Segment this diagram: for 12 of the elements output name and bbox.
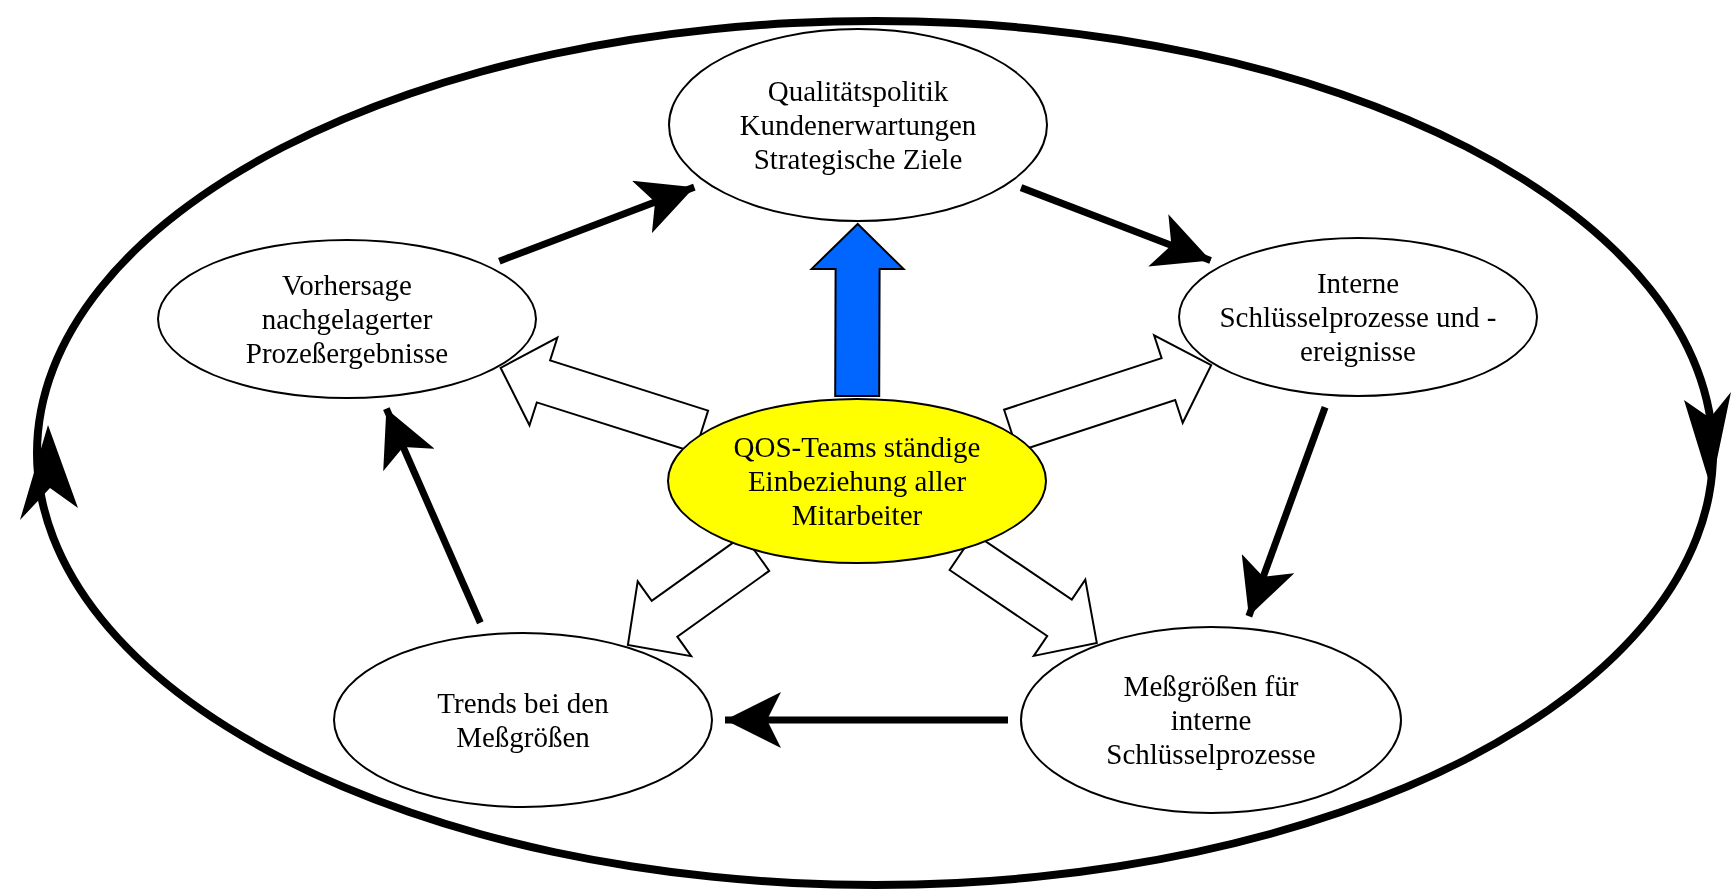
node-label: Interne Schlüsselprozesse und -ereignisse [1218,266,1498,368]
node-label: Meßgrößen für interne Schlüsselprozesse [1105,669,1317,771]
node-label: Trends bei den Meßgrößen [436,686,610,754]
node-label: Qualitätspolitik Kundenerwartungen Strategische Ziele [738,74,978,176]
arrow [1241,406,1329,618]
arrow [1019,184,1212,267]
node-label: QOS-Teams ständige Einbeziehung aller Mitarbeiter [732,430,982,532]
arrow [498,180,696,265]
node-label: Vorhersage nachgelagerter Prozeßergebnisse [244,268,450,370]
arrow [383,407,484,625]
block-arrow [809,222,907,398]
cycle-ellipse [33,17,1717,889]
